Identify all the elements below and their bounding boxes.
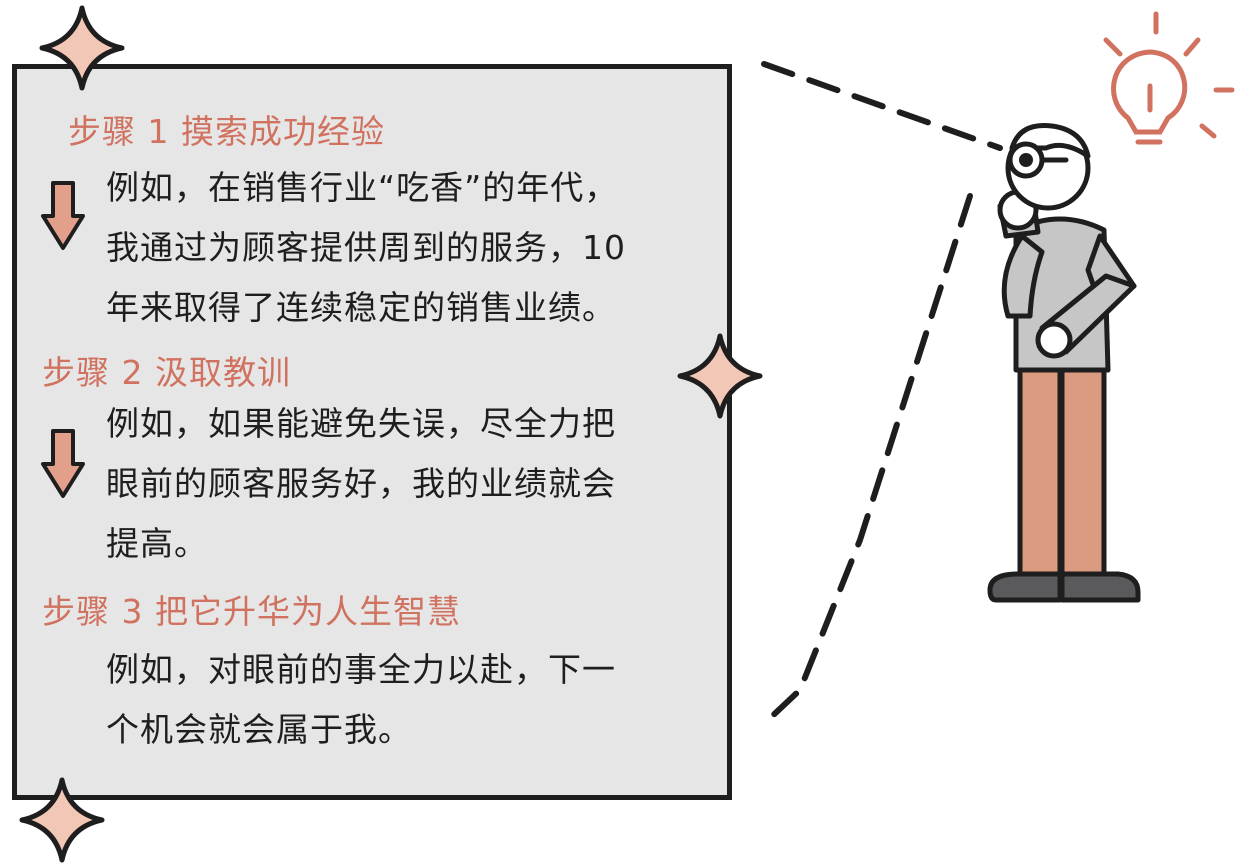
step-1-line-3: 年来取得了连续稳定的销售业绩。 bbox=[106, 288, 616, 327]
down-arrow-icon bbox=[41, 429, 85, 498]
step-1-line-1: 例如，在销售行业“吃香”的年代， bbox=[106, 168, 619, 207]
dashed-connector bbox=[761, 61, 1003, 723]
step-2-line-1: 例如，如果能避免失误，尽全力把 bbox=[106, 404, 616, 443]
step-1-title: 步骤 1 摸索成功经验 bbox=[68, 112, 385, 151]
sparkle-icon bbox=[42, 8, 122, 88]
thinking-person-illustration bbox=[987, 122, 1141, 603]
step-2-line-3: 提高。 bbox=[106, 524, 208, 563]
steps-panel bbox=[12, 64, 732, 800]
step-3-line-2: 个机会就会属于我。 bbox=[106, 710, 412, 749]
step-3-line-1: 例如，对眼前的事全力以赴，下一 bbox=[106, 650, 616, 689]
down-arrow-icon bbox=[41, 181, 85, 250]
step-2-title: 步骤 2 汲取教训 bbox=[42, 353, 291, 392]
step-1-body: 例如，在销售行业“吃香”的年代， 我通过为顾客提供周到的服务，10 年来取得了连… bbox=[106, 158, 706, 338]
step-2-body: 例如，如果能避免失误，尽全力把 眼前的顾客服务好，我的业绩就会 提高。 bbox=[106, 394, 706, 574]
sparkle-icon bbox=[22, 780, 102, 860]
lightbulb-icon bbox=[1103, 11, 1235, 145]
step-3-body: 例如，对眼前的事全力以赴，下一 个机会就会属于我。 bbox=[106, 640, 706, 760]
sparkle-icon bbox=[680, 336, 760, 416]
step-3-title: 步骤 3 把它升华为人生智慧 bbox=[42, 592, 461, 631]
step-2-line-2: 眼前的顾客服务好，我的业绩就会 bbox=[106, 464, 616, 503]
step-1-line-2: 我通过为顾客提供周到的服务，10 bbox=[106, 228, 626, 267]
